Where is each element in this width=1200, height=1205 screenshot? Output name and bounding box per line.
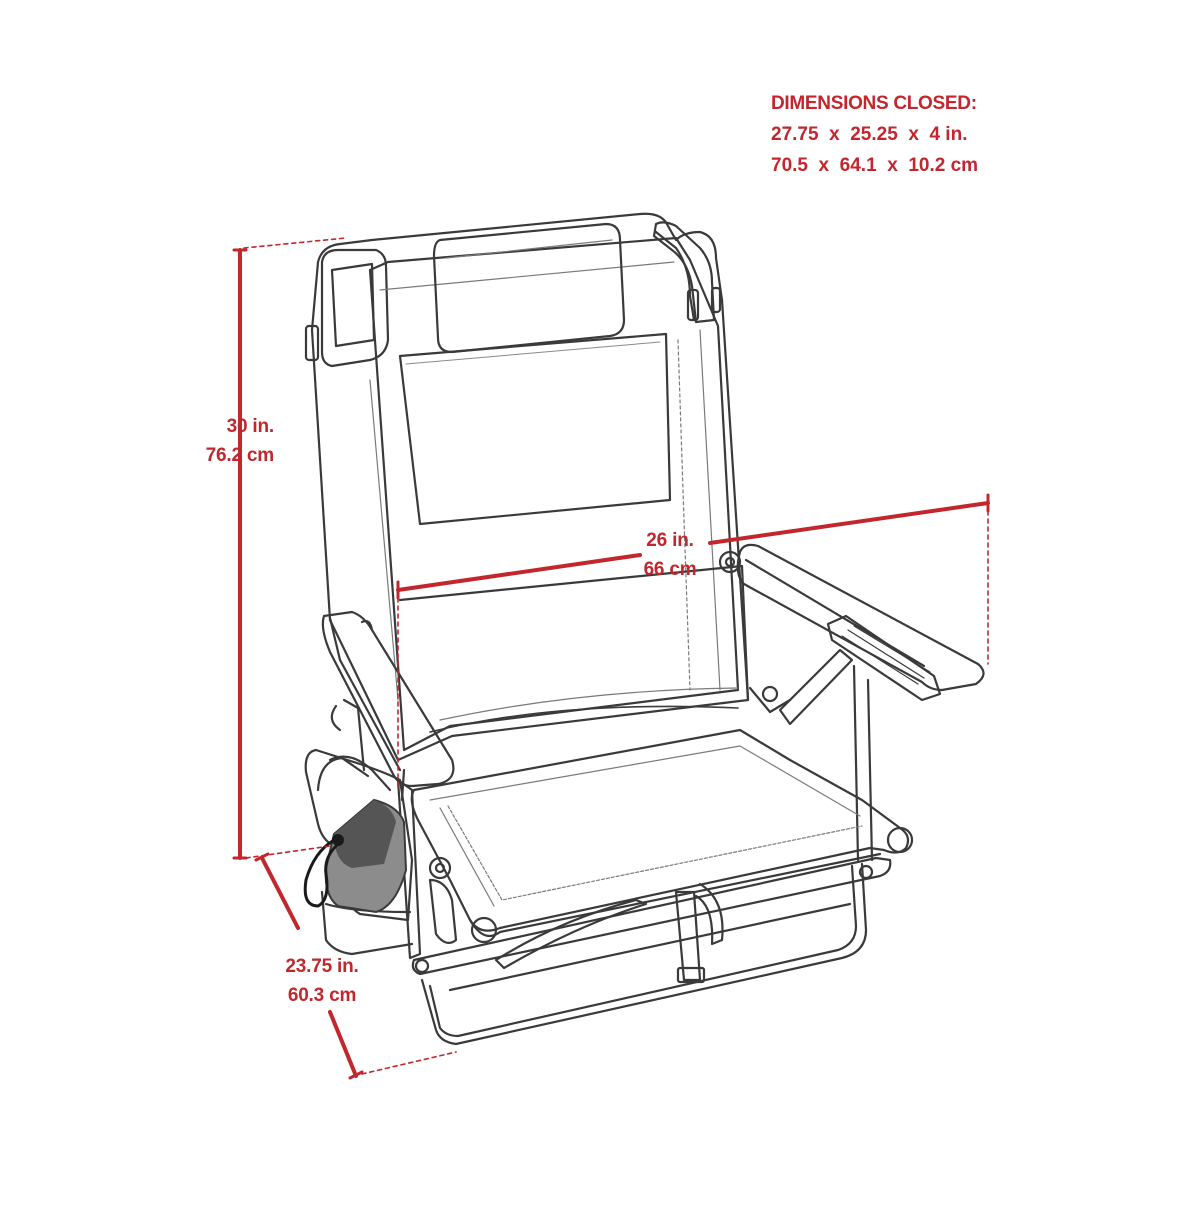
chair-illustration — [304, 212, 985, 1046]
seat — [410, 728, 910, 932]
depth-imperial: 23.75 in. — [285, 956, 359, 977]
depth-metric: 60.3 cm — [287, 985, 357, 1006]
left-side-frame — [396, 778, 422, 960]
height-imperial: 30 in. — [226, 416, 275, 437]
depth-label: 23.75 in. 60.3 cm — [262, 952, 382, 1010]
right-armrest — [736, 543, 985, 692]
closed-dimensions-block: DIMENSIONS CLOSED: 27.75 x 25.25 x 4 in.… — [771, 88, 978, 181]
width-dimension-line-left — [396, 553, 642, 592]
depth-extension-bottom — [361, 1051, 457, 1075]
mesh-cup-pocket — [324, 798, 408, 914]
headrest-pillow — [432, 222, 626, 354]
back-seam-outer — [368, 236, 740, 752]
backpack-strap — [674, 890, 702, 982]
depth-dimension-line-top — [260, 856, 300, 930]
width-imperial: 26 in. — [646, 530, 694, 551]
front-leg-frame — [411, 856, 892, 976]
closed-dimensions-imperial: 27.75 x 25.25 x 4 in. — [771, 124, 968, 145]
height-extension-top — [243, 237, 347, 249]
closed-dimensions-metric: 70.5 x 64.1 x 10.2 cm — [771, 155, 979, 176]
right-side-frame — [778, 648, 854, 726]
width-metric: 66 cm — [643, 559, 697, 580]
width-label: 26 in. 66 cm — [620, 526, 720, 584]
height-extension-bottom — [245, 845, 331, 859]
left-armrest — [321, 610, 455, 788]
depth-dimension-line-bottom — [328, 1010, 358, 1078]
drawstring-cord — [303, 834, 344, 908]
left-handle — [320, 248, 390, 368]
dimension-lines — [232, 237, 990, 1080]
back-pocket — [398, 332, 672, 526]
closed-dimensions-heading: DIMENSIONS CLOSED: — [771, 93, 977, 114]
height-label: 30 in. 76.2 cm — [168, 412, 275, 470]
width-dimension-line-right — [708, 501, 990, 545]
armrest-grip-pad — [826, 614, 942, 702]
height-metric: 76.2 cm — [205, 445, 275, 466]
